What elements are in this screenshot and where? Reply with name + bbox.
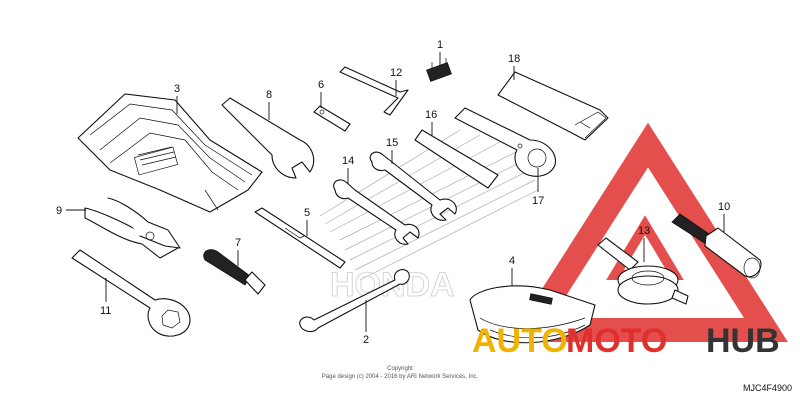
watermark-auto: AUTO [472, 322, 568, 360]
callout-15: 15 [386, 137, 398, 164]
callout-8: 8 [266, 89, 272, 120]
part-11-large-spanner [71, 249, 191, 337]
part-2-extension-bar [299, 269, 410, 333]
part-16-flat-blade [414, 129, 499, 189]
callout-7: 7 [235, 237, 241, 266]
part-10-socket [671, 213, 762, 279]
callout-label: 9 [56, 205, 62, 217]
callout-label: 5 [304, 207, 310, 219]
callout-3: 3 [174, 83, 180, 114]
callout-5: 5 [304, 207, 310, 236]
callout-label: 13 [638, 225, 650, 237]
callout-1: 1 [437, 39, 443, 66]
part-14-open-wrench [333, 179, 420, 245]
copyright-line-2: Page design (c) 2004 - 2016 by ARI Netwo… [322, 374, 479, 380]
part-1-fuse-clip [426, 58, 452, 82]
callout-11: 11 [100, 278, 111, 317]
part-5-screwdriver-shaft [254, 207, 346, 269]
callout-18: 18 [508, 53, 520, 80]
callout-label: 3 [174, 83, 180, 95]
callout-6: 6 [318, 79, 324, 108]
callout-label: 12 [390, 67, 402, 79]
part-3-tool-bag [77, 93, 263, 213]
part-13-valve-tool [597, 237, 689, 305]
watermark-moto: MOTO [566, 322, 667, 360]
callout-label: 11 [100, 305, 111, 317]
callout-label: 8 [266, 89, 272, 101]
callout-label: 10 [718, 201, 730, 213]
callout-4: 4 [509, 255, 515, 286]
diagram-code: MJC4F4900 [743, 383, 792, 393]
part-17-ring-spanner [454, 107, 556, 177]
watermark-wordmark: AUTO MOTO HUB [472, 322, 780, 360]
callout-label: 2 [363, 334, 369, 346]
callout-2: 2 [363, 300, 369, 346]
callout-16: 16 [425, 109, 437, 136]
part-9-pliers [84, 197, 181, 259]
callout-label: 1 [437, 39, 443, 51]
callout-12: 12 [390, 67, 402, 96]
part-8-pin-spanner [221, 97, 315, 179]
callout-label: 18 [508, 53, 520, 65]
watermark-hub: HUB [706, 322, 780, 360]
part-6-flat-tool [313, 105, 351, 132]
part-15-open-wrench [369, 151, 457, 221]
part-4-folded-pouch [469, 285, 596, 344]
callout-label: 15 [386, 137, 398, 149]
callout-label: 6 [318, 79, 324, 91]
callout-label: 17 [532, 195, 544, 207]
part-12-hex-key [339, 66, 409, 116]
callout-17: 17 [532, 168, 544, 207]
callout-9: 9 [56, 205, 86, 217]
callout-label: 14 [342, 155, 354, 167]
copyright-line-1: Copyright [387, 366, 413, 372]
callout-label: 7 [235, 237, 241, 249]
callout-label: 16 [425, 109, 437, 121]
callout-14: 14 [342, 155, 354, 184]
callout-10: 10 [718, 201, 730, 232]
part-7-screwdriver-handle [203, 249, 266, 295]
part-18-manual-pouch [497, 71, 609, 141]
callout-13: 13 [638, 225, 650, 262]
callout-label: 4 [509, 255, 515, 267]
